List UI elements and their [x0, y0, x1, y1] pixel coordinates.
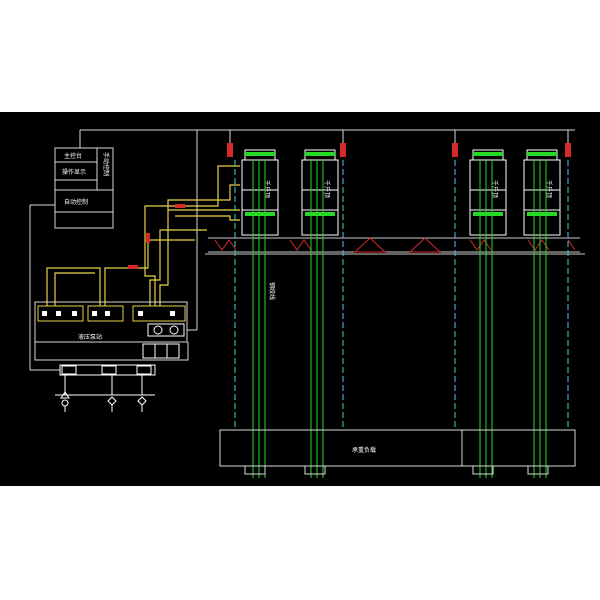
pipe-valve	[175, 204, 185, 208]
jack: 千斤顶	[301, 149, 339, 236]
support-beam	[205, 237, 585, 255]
hydraulic-pump-station: 液压泵站	[34, 301, 189, 412]
main-console-label: 主控台	[64, 152, 82, 160]
manual-control-label: 手动控制	[102, 152, 110, 176]
solenoid-valve-row	[59, 364, 156, 376]
pump-unit	[37, 305, 84, 322]
anchor-block	[244, 465, 266, 475]
anchor-block	[304, 465, 326, 475]
jack: 千斤顶	[523, 149, 561, 236]
pipe-valve	[128, 265, 138, 269]
jack-label: 千斤顶	[263, 180, 271, 198]
load-block-frame	[219, 429, 576, 467]
limit-switch	[227, 143, 233, 157]
pipe-valves	[128, 204, 185, 269]
auto-control-label: 自动控制	[64, 198, 88, 206]
load-bearing-block: 承重负载	[219, 429, 576, 475]
jack: 千斤顶	[241, 149, 279, 236]
load-bearing-label: 承重负载	[352, 446, 376, 454]
main-console-box	[54, 147, 114, 229]
pipe-valve	[146, 233, 150, 243]
limit-switch	[565, 143, 571, 157]
pump-station-label: 液压泵站	[78, 333, 102, 341]
pump-unit	[87, 305, 124, 322]
control-cabinet: 主控台 操作显示 手动控制 自动控制	[54, 147, 114, 229]
gauge-panel	[147, 323, 185, 337]
anchor-block	[472, 465, 494, 475]
beam-truss	[353, 237, 387, 253]
guide-lines	[234, 160, 569, 430]
steel-strands	[252, 160, 547, 478]
jack-label: 千斤顶	[323, 180, 331, 198]
control-valve-block	[142, 343, 180, 359]
limit-switch	[340, 143, 346, 157]
pump-station-frame	[34, 301, 188, 343]
limit-switches	[227, 143, 571, 157]
pump-unit	[132, 305, 186, 322]
operation-display-label: 操作显示	[62, 168, 86, 176]
anchor-block	[527, 465, 549, 475]
beam-truss	[408, 237, 442, 253]
jack: 千斤顶	[469, 149, 507, 236]
jack-label: 千斤顶	[545, 180, 553, 198]
jack-group: 千斤顶 千斤顶 千斤顶 千斤顶	[241, 149, 561, 236]
limit-switch	[452, 143, 458, 157]
jack-label: 千斤顶	[491, 180, 499, 198]
hydraulic-piping	[46, 165, 240, 306]
steel-strand-label: 钢绞线	[268, 282, 276, 300]
